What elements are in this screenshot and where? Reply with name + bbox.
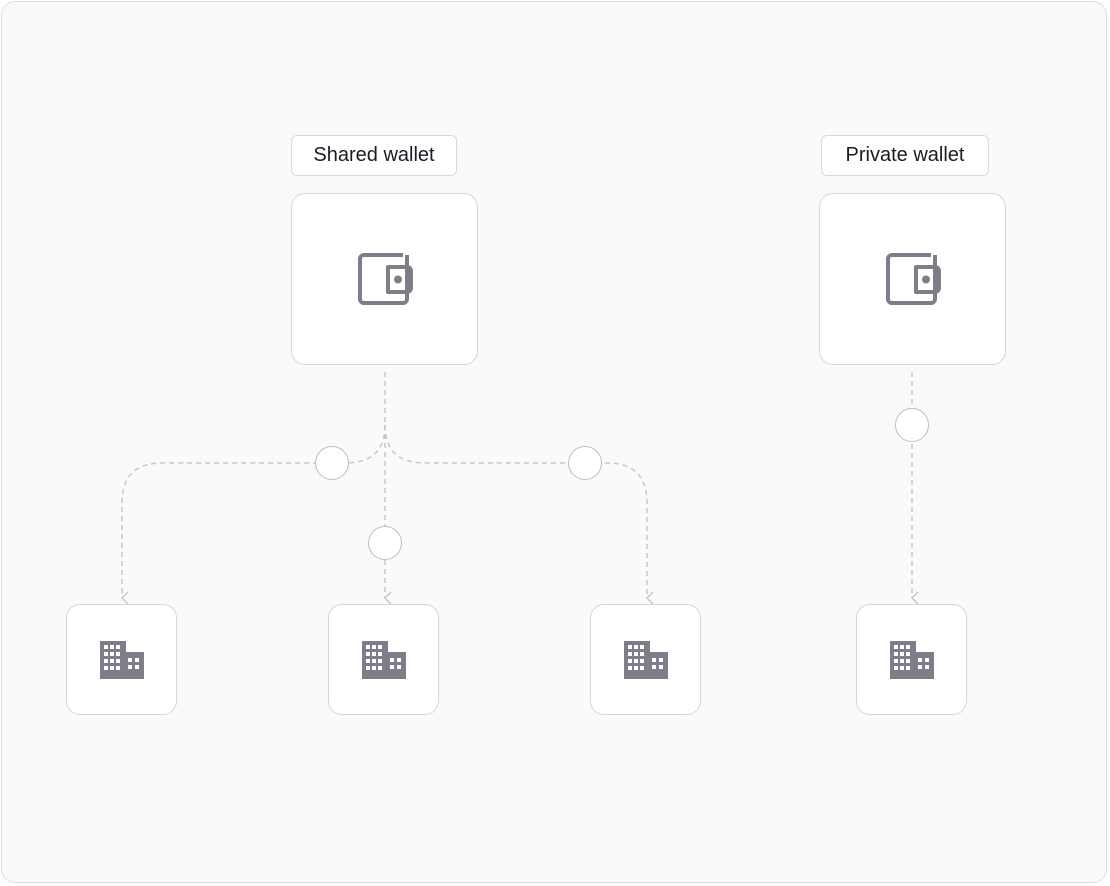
private-wallet-card[interactable]: [819, 193, 1006, 365]
building-icon: [623, 640, 668, 679]
entity-card-2[interactable]: [328, 604, 439, 715]
building-icon: [99, 640, 144, 679]
wallet-icon: [357, 253, 413, 305]
wallet-icon: [885, 253, 941, 305]
shared-wallet-card[interactable]: [291, 193, 478, 365]
shared-middle-node[interactable]: [368, 526, 402, 560]
entity-card-4[interactable]: [856, 604, 967, 715]
shared-wallet-label: Shared wallet: [291, 135, 457, 176]
building-icon: [889, 640, 934, 679]
building-icon: [361, 640, 406, 679]
shared-right-node[interactable]: [568, 446, 602, 480]
shared-left-node[interactable]: [315, 446, 349, 480]
entity-card-3[interactable]: [590, 604, 701, 715]
private-wallet-label: Private wallet: [821, 135, 989, 176]
entity-card-1[interactable]: [66, 604, 177, 715]
private-node[interactable]: [895, 408, 929, 442]
